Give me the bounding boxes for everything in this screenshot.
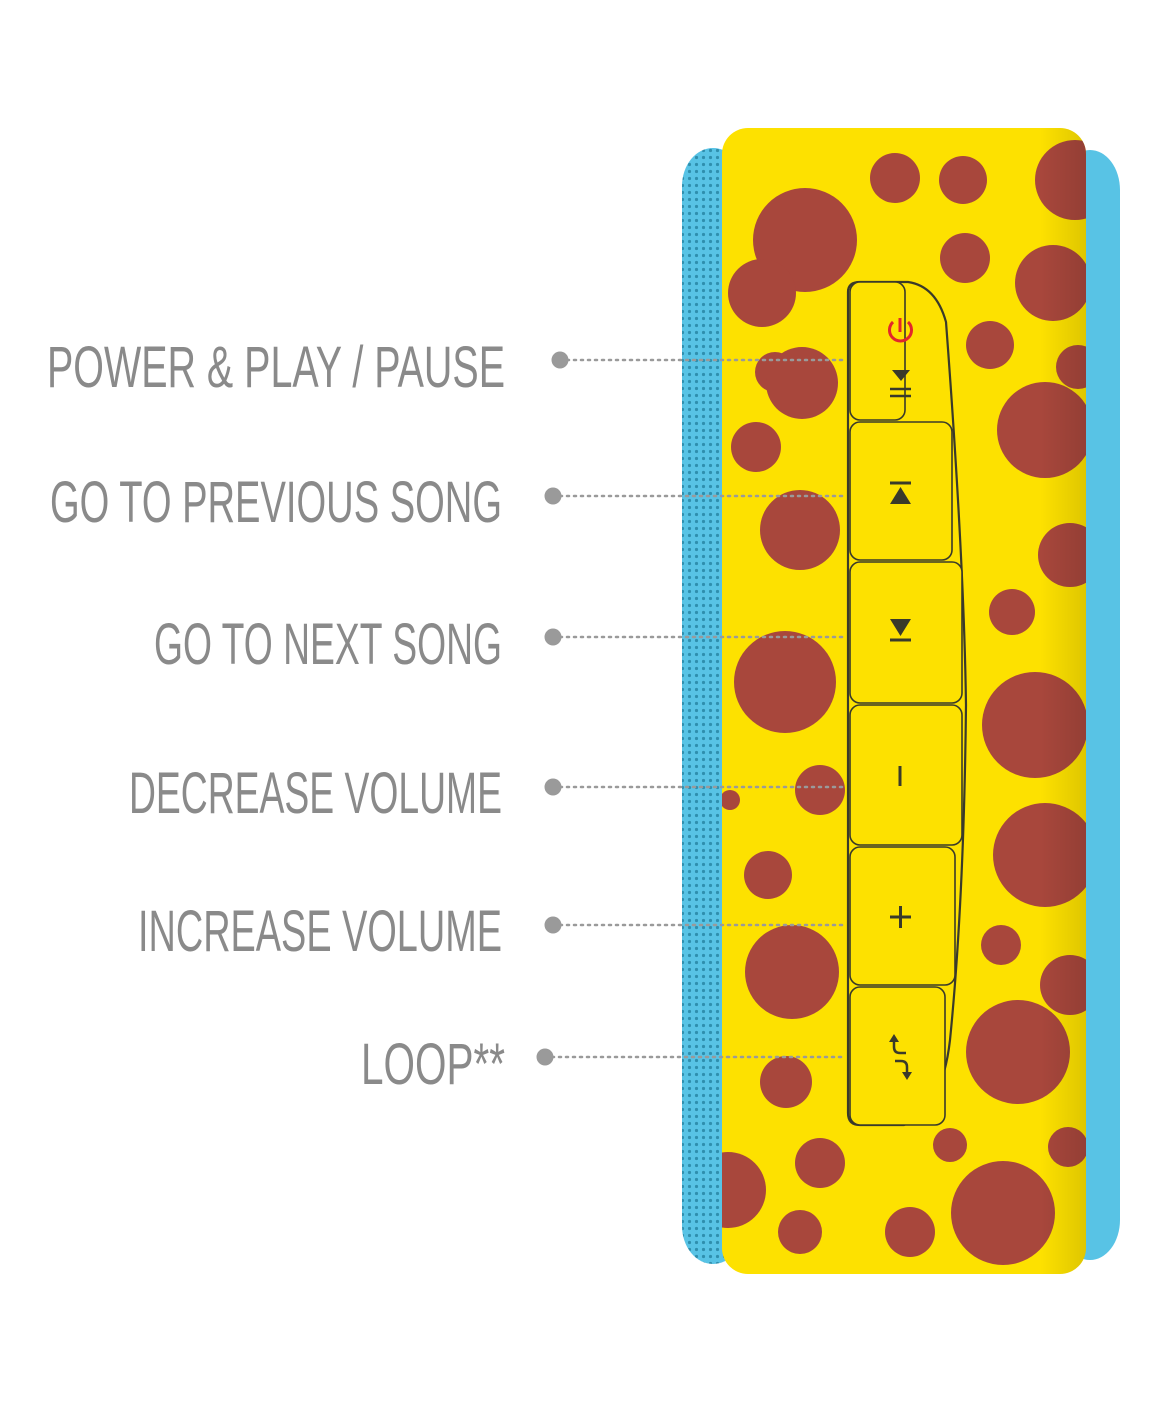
- callout-label: POWER & PLAY / PAUSE: [47, 335, 505, 400]
- callout-dot: [544, 487, 562, 505]
- button-decrease-volume[interactable]: [849, 704, 963, 846]
- polka-dot: [766, 347, 838, 419]
- control-strip: [846, 280, 968, 1127]
- play-pause-icon: [890, 370, 911, 398]
- polka-dot: [731, 422, 781, 472]
- callout-decrease: DECREASE VOLUME: [129, 761, 844, 826]
- polka-dot: [778, 1210, 822, 1254]
- callout-dot: [544, 778, 562, 796]
- callout-increase: INCREASE VOLUME: [138, 899, 844, 964]
- polka-dot: [870, 153, 920, 203]
- polka-dot: [795, 765, 845, 815]
- polka-dot: [760, 490, 840, 570]
- power-icon: [888, 318, 913, 343]
- polka-dot: [885, 1207, 935, 1257]
- callout-dot: [551, 351, 569, 369]
- polka-dot: [744, 851, 792, 899]
- loop-icon: [889, 1034, 912, 1080]
- polka-dot: [951, 1161, 1055, 1265]
- plus-icon: [890, 906, 911, 928]
- polka-dot: [933, 1128, 967, 1162]
- callout-label: LOOP**: [361, 1032, 505, 1097]
- callout-dot: [544, 916, 562, 934]
- polka-dot: [760, 1056, 812, 1108]
- callout-loop: LOOP**: [361, 1032, 844, 1097]
- previous-song-icon: [890, 481, 911, 504]
- callout-power: POWER & PLAY / PAUSE: [47, 335, 844, 400]
- polka-dot: [940, 233, 990, 283]
- next-song-icon: [890, 619, 911, 642]
- callout-dot: [536, 1048, 554, 1066]
- button-power-play-pause[interactable]: [849, 281, 906, 421]
- button-next-song[interactable]: [849, 561, 963, 704]
- callout-previous: GO TO PREVIOUS SONG: [50, 470, 844, 535]
- callout-label: INCREASE VOLUME: [138, 899, 502, 964]
- callout-label: GO TO NEXT SONG: [154, 612, 502, 677]
- polka-dot: [745, 925, 839, 1019]
- polka-dot: [989, 589, 1035, 635]
- polka-dot: [795, 1138, 845, 1188]
- callout-next: GO TO NEXT SONG: [154, 612, 844, 677]
- polka-dot: [728, 259, 796, 327]
- polka-dot: [981, 925, 1021, 965]
- polka-dot: [966, 321, 1014, 369]
- polka-dot: [722, 790, 740, 810]
- polka-dot: [734, 631, 836, 733]
- callout-label: GO TO PREVIOUS SONG: [50, 470, 502, 535]
- polka-dot: [722, 1152, 766, 1228]
- callout-label: DECREASE VOLUME: [129, 761, 502, 826]
- button-loop[interactable]: [849, 986, 946, 1126]
- polka-dot: [939, 156, 987, 204]
- callout-group: POWER & PLAY / PAUSE GO TO PREVIOUS SONG…: [47, 335, 844, 1097]
- panel-shading: [1040, 128, 1086, 1274]
- callout-dot: [544, 628, 562, 646]
